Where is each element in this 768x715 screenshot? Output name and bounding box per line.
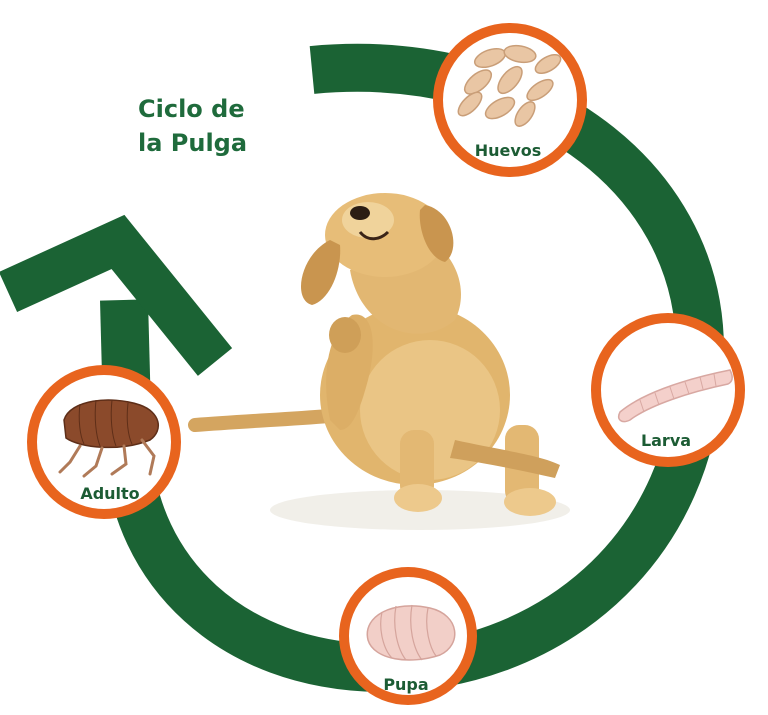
pupa-icon bbox=[366, 604, 456, 661]
stage-huevos: Huevos bbox=[433, 23, 587, 177]
title-line-2: la Pulga bbox=[138, 129, 248, 157]
stage-label-pupa: Pupa bbox=[383, 675, 428, 694]
diagram-title: Ciclo de la Pulga bbox=[138, 92, 298, 160]
stage-label-adulto: Adulto bbox=[80, 484, 139, 503]
puppy-illustration bbox=[188, 193, 570, 530]
stage-label-larva: Larva bbox=[641, 431, 691, 450]
stage-larva: Larva bbox=[591, 313, 745, 467]
stage-label-huevos: Huevos bbox=[475, 141, 542, 160]
stage-pupa: Pupa bbox=[339, 567, 477, 705]
adult-flea-icon bbox=[58, 399, 160, 478]
eggs-icon bbox=[457, 44, 562, 127]
larva-icon bbox=[618, 369, 733, 423]
title-line-1: Ciclo de bbox=[138, 95, 245, 123]
stage-adulto: Adulto bbox=[27, 365, 181, 519]
arrowhead bbox=[0, 214, 233, 376]
